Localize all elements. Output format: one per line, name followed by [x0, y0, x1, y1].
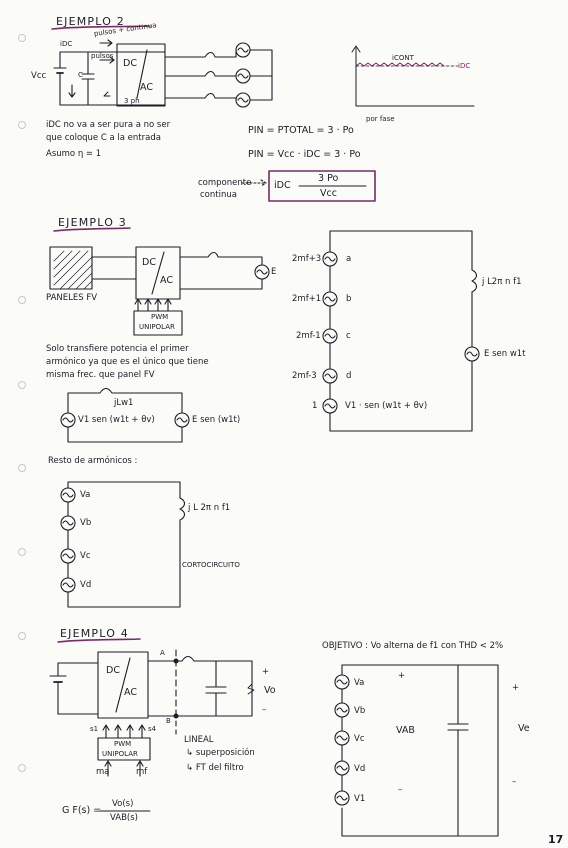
ex2-box-denominator: Vcc — [320, 188, 337, 199]
ex4-node-b: B — [166, 717, 171, 725]
ex2-title-underline — [51, 25, 151, 30]
ex4-lineal: LINEAL — [184, 735, 214, 745]
ex3-dc: DC — [142, 257, 156, 268]
ex2-assume: Asumo η = 1 — [46, 149, 102, 159]
page-number: 17 — [548, 833, 564, 846]
ex2-ac: AC — [140, 82, 153, 93]
ex3-unipolar: UNIPOLAR — [139, 323, 175, 331]
ex2-phase: 3 ph — [124, 97, 140, 105]
ex3-vb: Vb — [80, 518, 92, 528]
ex4-minus: – — [262, 705, 267, 715]
ex3-paneles: PANELES FV — [46, 293, 98, 303]
ex3-right-n-4: 2mf-3 — [292, 371, 317, 381]
ex4-unipolar: UNIPOLAR — [102, 750, 138, 758]
ex3-right-l-2: b — [346, 294, 352, 304]
ex3-right-l-1: a — [346, 254, 352, 264]
ex3-pwm: PWM — [151, 313, 169, 321]
ex2-capacitor: C — [78, 71, 83, 79]
ex4-src-1: V1 — [354, 794, 366, 804]
ex3-v1: V1 sen (w1t + θv) — [78, 415, 155, 425]
ex3-vd: Vd — [80, 580, 92, 590]
ex3-right-n-5: 1 — [312, 401, 318, 411]
ex4-ve-minus: – — [512, 777, 517, 787]
ex3-right-n-3: 2mf-1 — [296, 331, 321, 341]
ex4-vo: Vo — [264, 685, 276, 696]
ex4-right-minus: – — [398, 785, 403, 795]
ex2-graph-idc: iDC — [458, 62, 471, 70]
ex4-ve-plus: + — [512, 683, 520, 693]
ex4-plus: + — [262, 667, 270, 677]
ex3-right-n-1: 2mf+3 — [292, 254, 322, 264]
ex3-e: E — [271, 267, 277, 277]
ex3-right-n-2: 2mf+1 — [292, 294, 322, 304]
ex4-ma: ma — [96, 767, 110, 777]
ex3-right-e: E sen w1t — [484, 349, 526, 359]
ex4-ft-filtro: ↳ FT del filtro — [186, 763, 244, 773]
ex3-resto: Resto de armónicos : — [48, 456, 138, 466]
ex2-continua: continua — [200, 190, 237, 200]
ex3-vc: Vc — [80, 551, 91, 561]
ex4-ac: AC — [124, 687, 137, 698]
ex3-jl: j L 2π n f1 — [188, 503, 231, 513]
ex2-por-fase: por fase — [366, 115, 395, 123]
ex3-right-l-5: V1 · sen (w1t + θv) — [345, 401, 428, 411]
ex2-componente: componente — [198, 178, 252, 188]
ex4-s4: s4 — [148, 725, 157, 733]
ex2-idc-label: iDC — [60, 40, 73, 48]
ex2-note-1: iDC no va a ser pura a no ser — [46, 120, 171, 130]
ex3-title: EJEMPLO 3 — [58, 216, 127, 229]
ex3-ac: AC — [160, 275, 173, 286]
ex2-vcc: Vcc — [31, 71, 47, 81]
binder-holes — [18, 34, 26, 772]
ex3-jlw1: jLw1 — [114, 398, 134, 408]
ex4-superposicion: ↳ superposición — [186, 748, 255, 758]
ex4-node-a: A — [160, 649, 165, 657]
ex2-result-box — [268, 170, 376, 202]
ex3-text-3: misma frec. que panel FV — [46, 370, 155, 380]
ex2-box-lhs: iDC — [274, 180, 291, 191]
ex3-right-l-4: d — [346, 371, 352, 381]
ex3-right-l-3: c — [346, 331, 351, 341]
ex3-title-underline — [53, 227, 131, 232]
ex4-objetivo: OBJETIVO : Vo alterna de f1 con THD < 2% — [322, 641, 504, 651]
ex4-pwm: PWM — [114, 740, 132, 748]
ex2-dc: DC — [123, 58, 137, 69]
ex4-title-underline — [57, 638, 141, 643]
ex4-gf: G F(s) = — [62, 805, 102, 816]
ex3-cortocircuito: CORTOCIRCUITO — [182, 561, 240, 569]
ex3-va: Va — [80, 490, 91, 500]
ex4-dc: DC — [106, 665, 120, 676]
ex4-src-d: Vd — [354, 764, 366, 774]
ex4-mf: mf — [136, 767, 148, 777]
ex4-right-plus: + — [398, 671, 406, 681]
ex4-s1: s1 — [90, 725, 99, 733]
ex3-text-1: Solo transfiere potencia el primer — [46, 344, 189, 354]
ex2-title: EJEMPLO 2 — [56, 15, 125, 28]
ex4-gf-num: Vo(s) — [112, 799, 134, 809]
ex2-eq-2: PIN = Vcc · iDC = 3 · Po — [248, 149, 361, 160]
ex3-esen: E sen (w1t) — [192, 415, 241, 425]
ex2-box-numerator: 3 Po — [318, 173, 339, 184]
ex4-src-c: Vc — [354, 734, 365, 744]
ex4-src-a: Va — [354, 678, 365, 688]
ex3-right-jl: j L2π n f1 — [482, 277, 522, 287]
ex4-vab: VAB — [396, 725, 415, 736]
ex2-note-2: que coloque C a la entrada — [46, 133, 161, 143]
ex2-pulsos: pulsos — [91, 52, 114, 60]
ex4-gf-den: VAB(s) — [110, 813, 138, 823]
ex2-graph-label: iCONT — [392, 54, 414, 62]
ex2-eq-1: PIN = PTOTAL = 3 · Po — [248, 125, 354, 136]
ex4-title: EJEMPLO 4 — [60, 627, 129, 640]
ex4-ve: Ve — [518, 723, 530, 734]
ex4-src-b: Vb — [354, 706, 366, 716]
ex3-text-2: armónico ya que es el único que tiene — [46, 357, 209, 367]
